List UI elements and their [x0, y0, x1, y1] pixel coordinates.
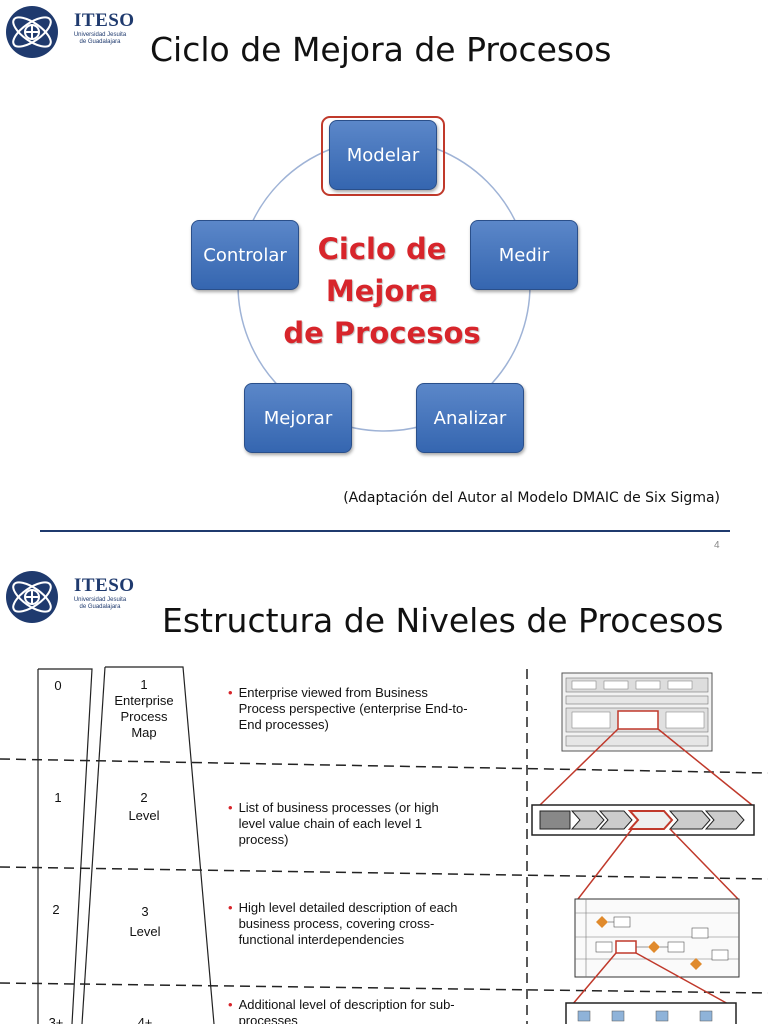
iteso-emblem-icon — [6, 6, 58, 58]
level-left-0: 0 — [54, 678, 62, 693]
enterprise-map-thumbnail — [561, 672, 713, 752]
bullet-icon: • — [228, 800, 233, 815]
levels-framework-lines — [0, 666, 768, 1024]
level-description-3: • High level detailed description of eac… — [228, 900, 458, 948]
desc-line: level value chain of each level 1 — [238, 816, 423, 831]
desc-line: Process perspective (enterprise End-to- — [238, 701, 468, 716]
cycle-step-medir: Medir — [470, 220, 578, 290]
desc-line: Additional level of description for sub- — [238, 997, 455, 1012]
iteso-logo: ITESO Universidad Jesuita de Guadalajara — [4, 4, 154, 62]
level-text: Level — [129, 924, 161, 939]
slide-title: Estructura de Niveles de Procesos — [162, 601, 724, 640]
level-middle-3: 3 Level — [103, 902, 187, 942]
level-middle-4: 4+ — [137, 1015, 153, 1024]
slide-title: Ciclo de Mejora de Procesos — [150, 30, 612, 69]
desc-line: functional interdependencies — [238, 932, 405, 947]
desc-line: End processes) — [238, 717, 329, 732]
cycle-step-modelar: Modelar — [329, 120, 437, 190]
slide-cycle: ITESO Universidad Jesuita de Guadalajara… — [4, 4, 730, 551]
page-number: 4 — [714, 540, 720, 551]
cycle-step-analizar: Analizar — [416, 383, 524, 453]
bullet-icon: • — [228, 685, 233, 700]
level-description-2: • List of business processes (or high le… — [228, 800, 439, 848]
source-caption: (Adaptación del Autor al Modelo DMAIC de… — [343, 490, 720, 506]
logo-subtitle: Universidad Jesuita de Guadalajara — [73, 597, 127, 610]
level-description-1: • Enterprise viewed from Business Proces… — [228, 685, 468, 733]
level-left-3: 3+ — [48, 1015, 64, 1024]
modelar-highlight-frame — [321, 116, 445, 196]
cycle-step-mejorar: Mejorar — [244, 383, 352, 453]
level-left-1: 1 — [54, 790, 62, 805]
desc-line: processes — [238, 1013, 298, 1024]
footer-divider — [40, 530, 730, 532]
logo-subtitle: Universidad Jesuita de Guadalajara — [73, 32, 127, 45]
desc-line: Enterprise viewed from Business — [238, 685, 428, 700]
cycle-center-label: Ciclo de Mejora de Procesos — [262, 228, 502, 354]
logo-name: ITESO — [74, 575, 135, 596]
level-text: Map — [131, 725, 157, 740]
level-left-2: 2 — [52, 902, 60, 917]
level-text: Enterprise — [114, 693, 174, 708]
level-number: 2 — [140, 790, 148, 805]
bullet-icon: • — [228, 900, 233, 915]
logo-name: ITESO — [74, 10, 135, 31]
desc-line: business process, covering cross- — [238, 916, 435, 931]
subprocess-thumbnail — [565, 1002, 737, 1024]
bullet-icon: • — [228, 997, 233, 1012]
level-middle-2: 2 Level — [102, 789, 186, 825]
center-line-1: Ciclo de — [317, 232, 447, 266]
level-number: 1 — [140, 677, 148, 692]
level-text: Process — [120, 709, 168, 724]
level-middle-1: 1 Enterprise Process Map — [98, 677, 190, 741]
center-line-3: de Procesos — [283, 316, 481, 350]
desc-line: process) — [238, 832, 289, 847]
value-chain-thumbnail — [531, 804, 755, 836]
desc-line: High level detailed description of each — [238, 900, 458, 915]
slide-levels: ITESO Universidad Jesuita de Guadalajara… — [0, 565, 768, 1024]
center-line-2: Mejora — [325, 274, 439, 308]
cycle-step-controlar: Controlar — [191, 220, 299, 290]
iteso-emblem-icon — [6, 571, 58, 623]
level-number: 3 — [141, 904, 149, 919]
level-text: Level — [128, 808, 160, 823]
level-description-4: • Additional level of description for su… — [228, 997, 455, 1024]
desc-line: List of business processes (or high — [238, 800, 439, 815]
process-map-thumbnails — [531, 672, 755, 1024]
iteso-logo: ITESO Universidad Jesuita de Guadalajara — [4, 569, 154, 627]
